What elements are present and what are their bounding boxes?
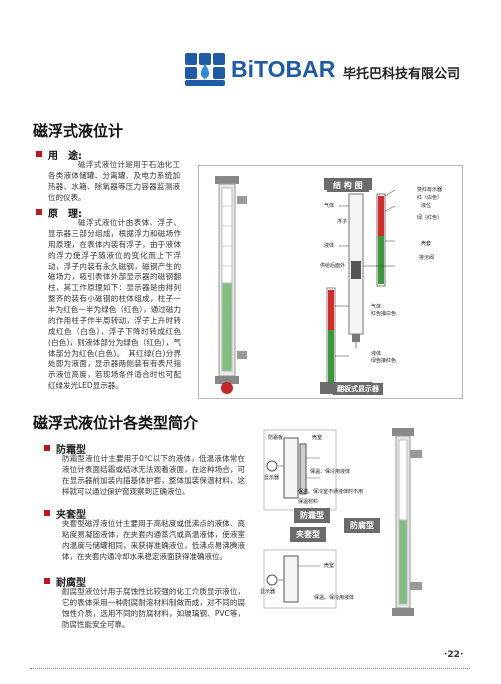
label-gas: 气体 [324,203,335,209]
label-gas-red: 气体 [371,304,382,310]
frost-label: 防霜型 [56,445,86,456]
label-drain-valve: 排污阀 [419,255,435,261]
types-illustration [263,428,422,616]
anti-corrosion-text: 耐腐型液位计用于腐蚀性比较强的化工介质显示液位，它的表体采用一种耐腐耐溶材料制做… [62,587,245,629]
structure-title: 结 构 图 [327,179,369,192]
structure-figure: 结 构 图 气体 液体 浮子 供给后面外 变红有示器 红（白色） 液位 绿（红色… [198,165,463,399]
label-transmitter: 变红有示器 [417,187,443,193]
label-float: 浮子 [337,219,348,225]
label-housing: 壳套 [421,241,432,247]
brand-name-en: BiTOBAR [231,56,336,82]
bullet-icon [36,151,42,157]
footer-divider [30,668,470,669]
label-display2: 显示器 [260,589,276,595]
frost-text: 防霜型液位计主要用于0℃以下的液体，低温液体常在液位计表面结霜或结冰无法观看液面… [62,454,245,496]
label-insulation-pad: 保温、保冷室不通液体时不用 [298,489,364,495]
label-red-white: 红（白色） [417,195,443,201]
label-heat-insulation: 保温、保冷用液体 [310,469,351,475]
jacket-tag: 夹套型 [290,527,326,542]
label-insulation-mat: 保温材料 [298,499,319,505]
label-liquid: 液体 [324,243,335,249]
bitobar-logo-icon [185,53,225,86]
section-title-magnetic-level-gauge: 磁浮式液位计 [33,122,124,140]
label-insulation-liquid: 保温、保冷用液体 [314,595,355,601]
bullet-icon [44,578,50,584]
types-figure: 防霜板 壳室 显示器 保温、保冷用液体 保温、保冷室不通液体时不用 保温材料 防… [254,422,459,620]
jacket-text: 夹套型磁浮液位计主要用于高粘度或低沸点的液体、高粘度易凝固液体，在夹套内通蒸汽或… [62,519,245,561]
principle-label: 原 理: [48,209,82,220]
anti-corrosion-label: 耐腐型 [56,578,86,589]
label-liquid-right: 液位 [421,203,432,209]
page-number: ·22· [444,650,464,660]
label-flap: 防霜板 [268,435,284,441]
label-display: 显示器 [264,475,280,481]
flap-display-title: 翻板式显示器 [333,383,383,395]
section-title-types: 磁浮式液位计各类型简介 [33,414,199,432]
use-label: 用 途: [48,151,82,162]
label-liq-green2: 绿色接红色 [371,358,397,364]
label-drain: 供给后面外 [320,263,346,269]
label-housing: 壳室 [312,435,323,441]
label-green-red: 绿（红色） [417,215,443,221]
label-gas-red2: 红色接白色 [371,311,397,317]
bullet-icon [36,209,42,215]
principle-text: 磁浮式液位计由表体、浮子、显示器三部分组成，根据浮力和磁场作用原理，在表体内装有… [48,218,181,391]
label-housing2: 壳室 [324,563,335,569]
frost-tag: 防霜型 [294,508,330,523]
bullet-icon [44,510,50,516]
use-text: 磁浮式液位计是用于石油化工各类液体储罐、分离罐、及电力系统加热器、水箱、除氧器等… [48,160,180,202]
label-liq-green: 液体 [371,351,382,357]
brand-name-cn: 毕托巴科技有限公司 [343,67,461,82]
bullet-icon [44,445,50,451]
anti-corrosion-tag: 防腐型 [344,518,380,533]
jacket-label: 夹套型 [56,510,86,521]
